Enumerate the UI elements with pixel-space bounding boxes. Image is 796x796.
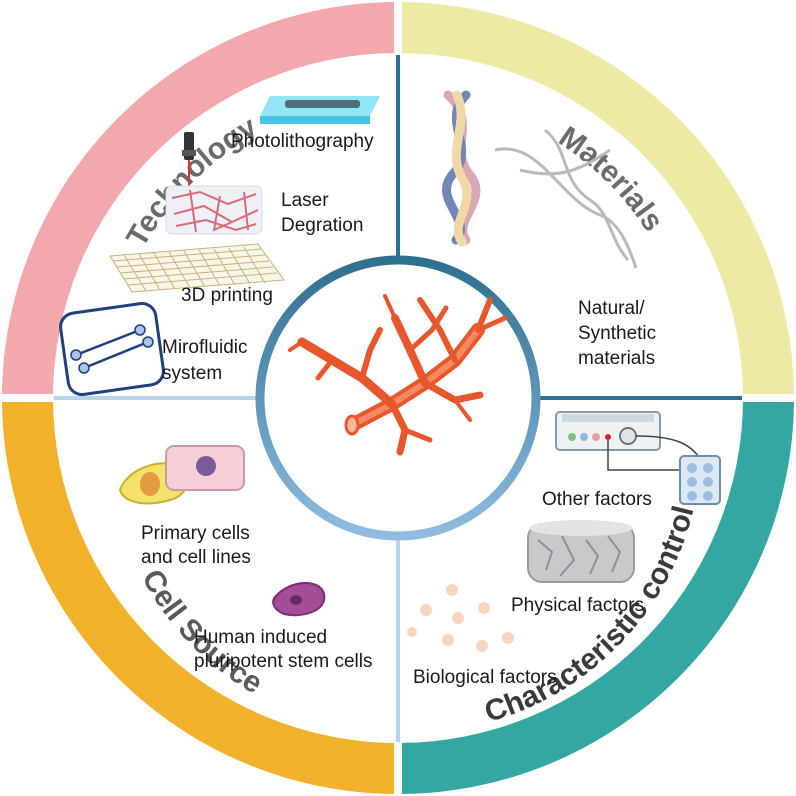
label-physical-factors: Physical factors <box>511 595 645 616</box>
device-icon <box>555 411 701 471</box>
label-primary-line2: and cell lines <box>141 547 251 568</box>
label-other-factors: Other factors <box>542 489 652 510</box>
label-microfluidic-line1: Mirofluidic <box>162 337 248 358</box>
biological-factors-dots-icon <box>407 584 514 652</box>
photolithography-icon <box>260 96 380 124</box>
label-primary-line1: Primary cells <box>141 523 250 544</box>
braided-fiber-icon <box>442 90 481 247</box>
label-materials-line2: Synthetic <box>578 323 657 344</box>
stem-cell-icon <box>272 581 326 617</box>
label-ipsc-line1: Human induced <box>194 627 328 648</box>
laser-icon <box>182 132 196 186</box>
label-ipsc-line2: pluripotent stem cells <box>194 651 373 672</box>
label-laser-line1: Laser <box>281 190 329 211</box>
label-photolithography: Photolithography <box>231 131 374 152</box>
label-biological-factors: Biological factors <box>413 667 557 688</box>
primary-cell-icon <box>118 445 245 505</box>
label-laser-line2: Degration <box>281 215 364 236</box>
laser-degradation-scaffold-icon <box>165 185 263 235</box>
3d-printing-grid-icon <box>109 243 285 293</box>
polymer-fibers-icon <box>494 128 638 269</box>
porous-scaffold-icon <box>527 520 635 583</box>
label-microfluidic-line2: system <box>162 363 223 384</box>
microfluidic-chip-icon <box>59 302 165 396</box>
label-materials-line1: Natural/ <box>578 298 645 319</box>
well-plate-icon <box>679 455 721 505</box>
label-materials-line3: materials <box>578 348 656 369</box>
label-3d-printing: 3D printing <box>181 285 273 306</box>
blood-vessel-icon <box>288 294 508 456</box>
